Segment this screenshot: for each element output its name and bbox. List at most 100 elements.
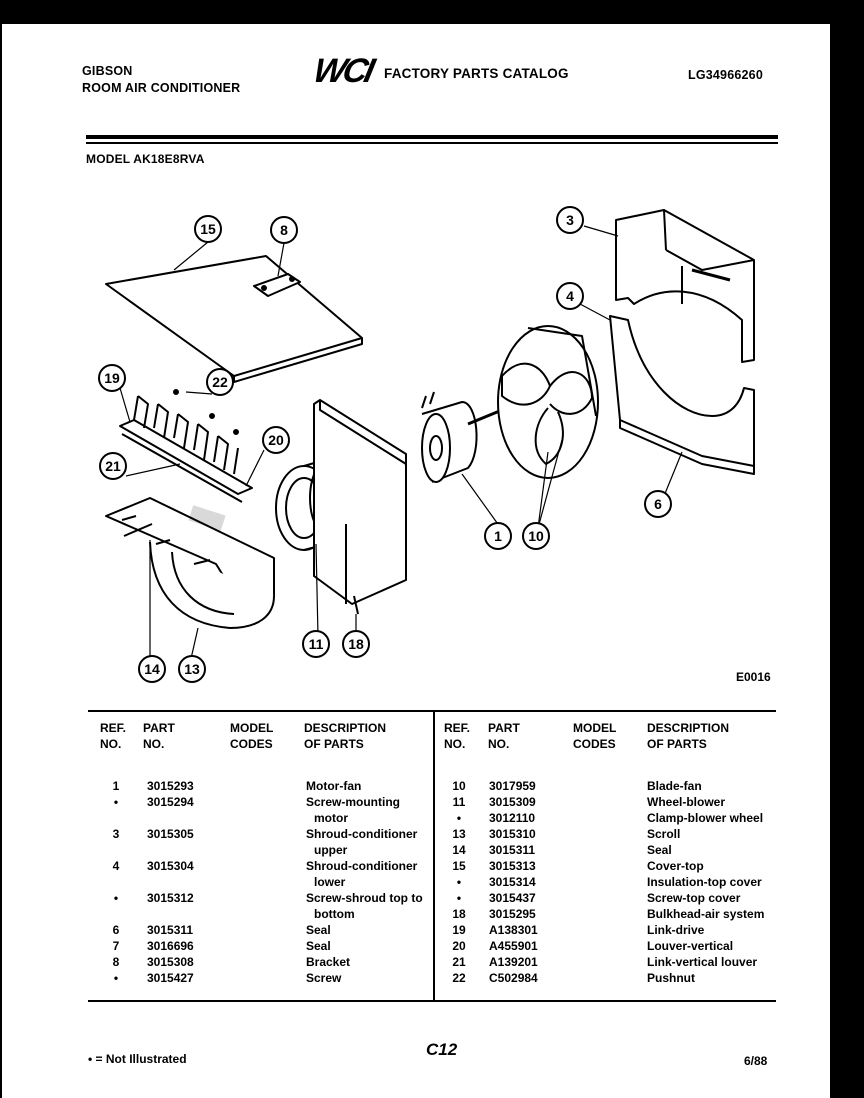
header-ref-right: REF.NO.	[444, 721, 471, 751]
svg-text:8: 8	[280, 222, 288, 238]
table-row-ref: 7	[112, 939, 120, 953]
table-row-ref: 15	[452, 859, 466, 873]
header-ref-left: REF.NO.	[100, 721, 127, 751]
table-row-ref: 19	[452, 923, 466, 937]
table-row-desc: Link-drive	[647, 923, 705, 937]
table-row-ref: •	[113, 971, 119, 985]
table-row-ref: 18	[452, 907, 466, 921]
table-row-desc: Shroud-conditioner	[306, 859, 418, 873]
callout-10: 10	[522, 522, 550, 550]
scroll-part	[105, 497, 275, 629]
table-row-ref: 13	[452, 827, 466, 841]
table-row-ref: •	[456, 811, 462, 825]
product-name: ROOM AIR CONDITIONER	[82, 81, 241, 95]
table-row-desc: Link-vertical louver	[647, 955, 758, 969]
table-row-part: 3015304	[147, 859, 194, 873]
table-row-ref: ​	[106, 906, 126, 922]
table-row-part: 3015312	[147, 891, 194, 905]
table-row-part: 3015311	[147, 923, 194, 937]
exploded-parts-diagram: 15 8 19 22 20 21 14 13 11 18 1 10 3 4 6	[98, 206, 755, 683]
shroud-upper-part	[615, 209, 755, 363]
header-rule-thick	[86, 135, 778, 139]
callout-6: 6	[644, 490, 672, 518]
table-row-desc: Seal	[306, 939, 331, 953]
table-row-desc: Pushnut	[647, 971, 695, 985]
table-bottom-rule	[88, 1000, 776, 1002]
table-row-ref: 8	[112, 955, 120, 969]
catalog-date: 6/88	[744, 1054, 768, 1068]
table-row-ref: 21	[452, 955, 466, 969]
table-row-ref: •	[113, 795, 119, 809]
table-row-part: ​	[147, 842, 194, 858]
table-row-ref: 1	[112, 779, 120, 793]
callout-4: 4	[556, 282, 584, 310]
page-number: C12	[426, 1040, 458, 1059]
left-desc-column: Motor-fan Screw-mounting motor Shroud-co…	[306, 778, 423, 986]
svg-text:14: 14	[144, 661, 160, 677]
bracket-part	[253, 273, 301, 297]
left-part-column: 3015293 3015294 ​ 3015305 ​ 3015304 ​ 30…	[147, 778, 194, 986]
callout-20: 20	[262, 426, 290, 454]
table-row-part: ​	[147, 874, 194, 890]
seal-part	[123, 523, 153, 537]
table-row-part: 3015293	[147, 779, 194, 793]
table-row-ref: •	[456, 891, 462, 905]
table-row-part: 3015427	[147, 971, 194, 985]
callout-21: 21	[99, 452, 127, 480]
callout-bubbles: 15 8 19 22 20 21 14 13 11 18 1 10 3 4 6	[98, 206, 672, 683]
table-row-part: 3015311	[489, 843, 536, 857]
table-row-ref: ​	[106, 810, 126, 826]
svg-text:11: 11	[309, 636, 324, 652]
table-row-desc: Screw	[306, 971, 342, 985]
callout-22: 22	[206, 368, 234, 396]
table-row-part: 3015313	[489, 859, 536, 873]
table-row-part: 3015437	[489, 891, 536, 905]
table-row-desc: Clamp-blower wheel	[647, 811, 764, 825]
fan-blade-part	[497, 325, 599, 479]
table-row-part: ​	[147, 810, 194, 826]
table-row-desc: Motor-fan	[306, 779, 362, 793]
catalog-page: GIBSON ROOM AIR CONDITIONER WCI FACTORY …	[2, 24, 830, 1098]
table-row-part: 3017959	[489, 779, 536, 793]
top-cover-part	[105, 255, 363, 383]
table-row-desc: Screw-shroud top to	[306, 891, 423, 905]
table-row-part: 3015314	[489, 875, 536, 889]
svg-text:22: 22	[212, 374, 228, 390]
table-row-desc: upper	[314, 843, 348, 857]
table-row-ref: 3	[112, 827, 120, 841]
callout-18: 18	[342, 630, 370, 658]
table-row-desc: Louver-vertical	[647, 939, 734, 953]
table-row-desc: Screw-mounting	[306, 795, 401, 809]
table-row-part: A139201	[489, 955, 538, 969]
table-row-desc: Scroll	[647, 827, 681, 841]
table-row-part: A455901	[489, 939, 538, 953]
callout-1: 1	[484, 522, 512, 550]
diagram-code: E0016	[736, 670, 771, 684]
table-row-part: 3015308	[147, 955, 194, 969]
not-illustrated-note: • = Not Illustrated	[88, 1052, 187, 1066]
table-row-ref: •	[113, 891, 119, 905]
table-row-ref: 10	[452, 779, 466, 793]
callout-11: 11	[302, 630, 330, 658]
table-row-desc: Wheel-blower	[647, 795, 726, 809]
callout-14: 14	[138, 655, 166, 683]
table-row-desc: Cover-top	[647, 859, 704, 873]
right-part-column: 3017959 3015309 3012110 3015310 3015311 …	[489, 778, 538, 986]
table-row-desc: Blade-fan	[647, 779, 702, 793]
table-row-part: 3015305	[147, 827, 194, 841]
table-center-divider	[433, 712, 435, 1002]
svg-text:1: 1	[494, 528, 502, 544]
table-row-part: A138301	[489, 923, 538, 937]
brand-name: GIBSON	[82, 64, 133, 78]
catalog-title: FACTORY PARTS CATALOG	[384, 66, 569, 81]
louver-assembly-part	[119, 389, 253, 503]
svg-text:21: 21	[105, 458, 121, 474]
table-row-part: 3015309	[489, 795, 536, 809]
table-row-ref: 14	[452, 843, 466, 857]
right-desc-column: Blade-fan Wheel-blower Clamp-blower whee…	[647, 778, 764, 986]
table-row-part: 3015295	[489, 907, 536, 921]
